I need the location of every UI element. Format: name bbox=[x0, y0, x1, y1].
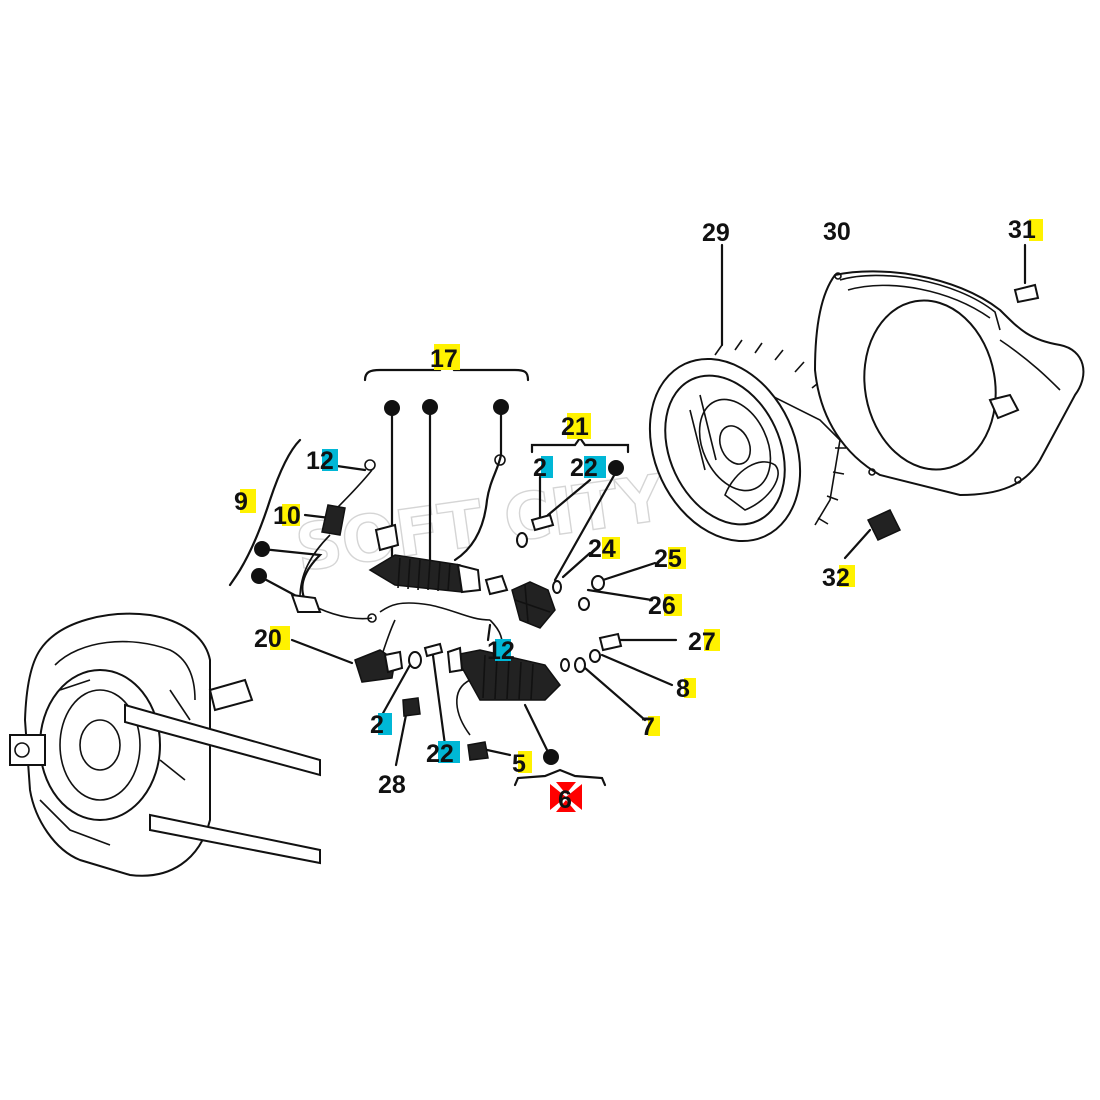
callout-31: 31 bbox=[1008, 216, 1036, 244]
ignition-coil-lower bbox=[446, 646, 561, 736]
reference-dots bbox=[251, 399, 624, 765]
callout-30: 30 bbox=[823, 218, 851, 246]
bracket-6 bbox=[513, 768, 607, 787]
screw-31 bbox=[1013, 243, 1040, 304]
callout-20: 20 bbox=[254, 625, 282, 653]
callout-7: 7 bbox=[641, 713, 655, 741]
callout-9: 9 bbox=[234, 488, 248, 516]
callout-5: 5 bbox=[512, 750, 526, 778]
callout-10: 10 bbox=[273, 502, 301, 530]
watermark-text: SOFT CITY bbox=[291, 462, 669, 587]
callout-22-lower: 22 bbox=[426, 740, 454, 768]
callout-12-lower: 12 bbox=[487, 637, 515, 665]
highlight-17 bbox=[434, 344, 460, 370]
callout-8: 8 bbox=[676, 675, 690, 703]
callout-2-lower: 2 bbox=[370, 711, 384, 739]
callout-32: 32 bbox=[822, 564, 850, 592]
small-hardware bbox=[402, 513, 623, 761]
watermark: SOFT CITY bbox=[291, 461, 671, 587]
flywheel-rotor bbox=[648, 339, 846, 543]
condenser-20 bbox=[354, 649, 404, 683]
ignition-coil-upper bbox=[368, 523, 482, 594]
callout-2-upper: 2 bbox=[533, 454, 547, 482]
crankcase-housing bbox=[9, 612, 321, 877]
callout-labels: 17 21 2 22 12 9 10 24 25 26 27 20 12 8 7… bbox=[234, 216, 1043, 814]
callout-17: 17 bbox=[430, 345, 458, 373]
callout-27: 27 bbox=[688, 628, 716, 656]
grommet-32 bbox=[843, 509, 902, 560]
bracket-9 bbox=[228, 438, 302, 587]
callout-12-upper: 12 bbox=[306, 447, 334, 475]
callout-6: 6 bbox=[558, 786, 572, 814]
callout-26: 26 bbox=[648, 592, 676, 620]
callout-29: 29 bbox=[702, 219, 730, 247]
contact-breaker bbox=[484, 574, 556, 629]
callout-22-upper: 22 bbox=[570, 454, 598, 482]
callout-25: 25 bbox=[654, 545, 682, 573]
wiring bbox=[290, 454, 506, 661]
callout-6-marker bbox=[550, 782, 582, 812]
callout-28: 28 bbox=[378, 771, 406, 799]
fan-cover bbox=[813, 270, 1085, 497]
leader-lines bbox=[257, 243, 724, 767]
callout-24: 24 bbox=[588, 535, 616, 563]
callout-21: 21 bbox=[561, 413, 589, 441]
